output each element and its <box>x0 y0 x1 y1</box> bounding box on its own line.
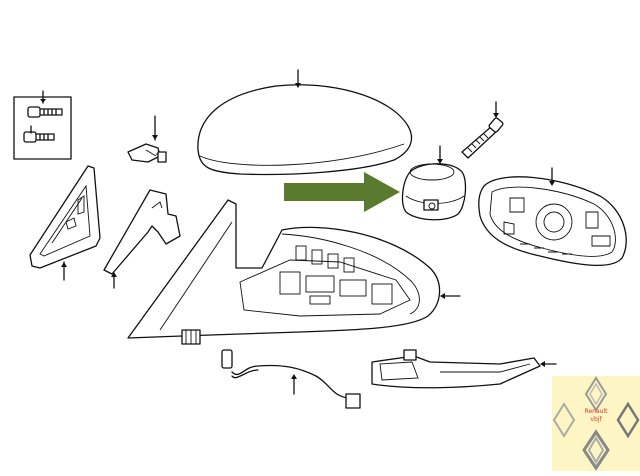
watermark-line-1: Renault <box>584 408 608 415</box>
glass-motor[interactable] <box>401 145 467 221</box>
highlight-arrow <box>284 172 400 212</box>
mirror-housing[interactable] <box>127 199 461 345</box>
wiring-harness[interactable] <box>221 349 361 409</box>
wiring-connector[interactable] <box>127 115 167 163</box>
mount-gasket[interactable] <box>103 189 181 289</box>
watermark-line-2: vbjf <box>590 416 602 423</box>
renault-watermark-logo: Renault vbjf <box>552 376 640 471</box>
turn-signal-lamp[interactable] <box>371 349 557 389</box>
sail-trim-cover[interactable] <box>29 165 101 281</box>
mounting-screw[interactable] <box>461 101 504 159</box>
renault-logo-icon <box>552 376 640 471</box>
mirror-cap[interactable] <box>197 69 413 176</box>
bolt-kit[interactable] <box>13 90 72 160</box>
mirror-glass[interactable] <box>478 167 627 267</box>
